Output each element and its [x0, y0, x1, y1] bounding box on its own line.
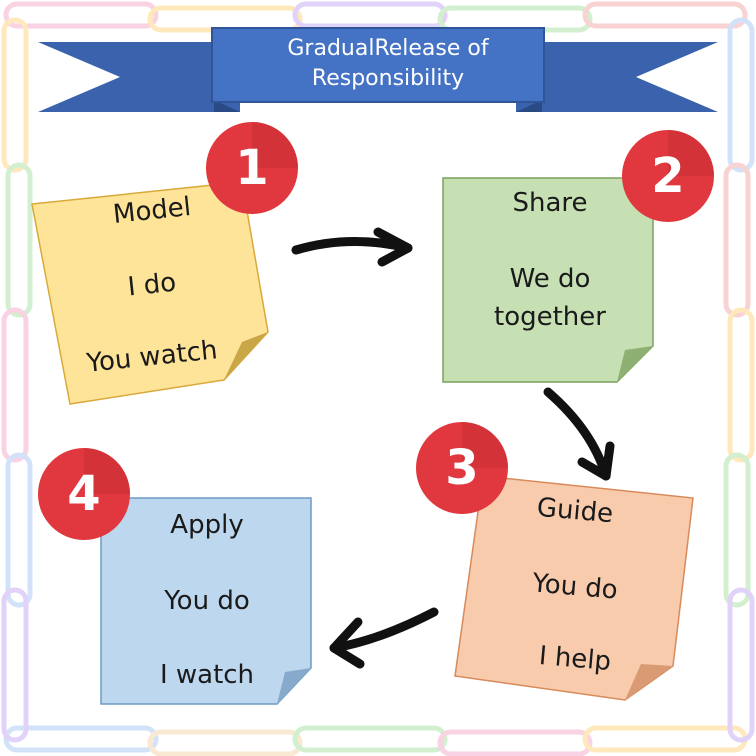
step-1-note: Model I do You watch: [31, 181, 272, 405]
step-1-badge: 1: [206, 122, 298, 214]
step-4-title: Apply: [170, 510, 244, 540]
step-4-line2: I watch: [159, 660, 255, 690]
step-4-number: 4: [67, 466, 101, 522]
step-3-badge: 3: [416, 422, 508, 514]
curved-arrow-icon: [543, 387, 611, 481]
title-banner: [38, 27, 718, 112]
step-3-note: Guide You do I help: [454, 475, 695, 701]
step-2-title: Share: [512, 188, 588, 218]
banner-title-line1: GradualRelease of: [287, 36, 489, 61]
step-4-note: Apply You do I watch: [100, 497, 313, 706]
banner-title-line2: Responsibility: [311, 66, 465, 91]
step-2-badge: 2: [622, 130, 714, 222]
step-4-line1: You do: [164, 586, 250, 616]
step-1-number: 1: [235, 140, 269, 196]
step-2-number: 2: [651, 148, 685, 204]
step-3-number: 3: [445, 440, 479, 496]
step-2-line2: together: [494, 302, 606, 332]
curved-arrow-icon: [329, 607, 439, 653]
step-2-line1: We do: [509, 264, 591, 294]
step-2-note: Share We do together: [442, 177, 657, 384]
step-4-badge: 4: [38, 448, 130, 540]
